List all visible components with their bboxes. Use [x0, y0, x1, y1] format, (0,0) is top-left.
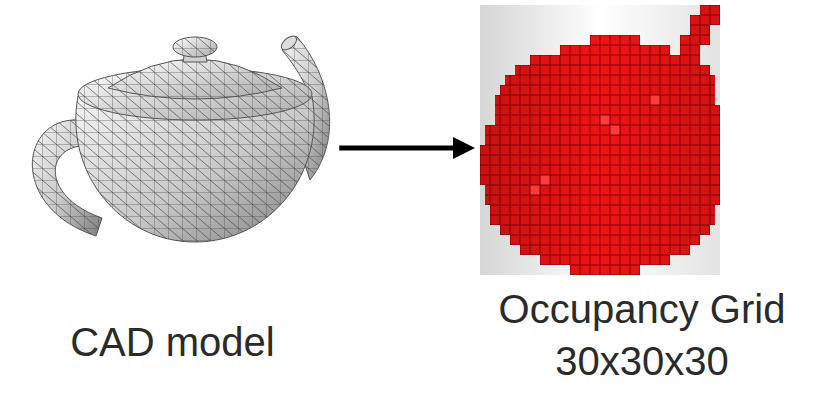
figure-caption: Occupancy Grid 30x30x30	[475, 283, 809, 387]
occupancy-grid-figure: Occupancy Grid 30x30x30	[475, 5, 809, 387]
voxel-teapot	[480, 5, 720, 275]
figure-caption: CAD model	[70, 316, 275, 368]
cad-teapot	[32, 33, 329, 242]
flow-arrow	[339, 146, 457, 151]
teapot-lid	[78, 37, 312, 120]
cad-model-figure: CAD model	[6, 10, 339, 368]
